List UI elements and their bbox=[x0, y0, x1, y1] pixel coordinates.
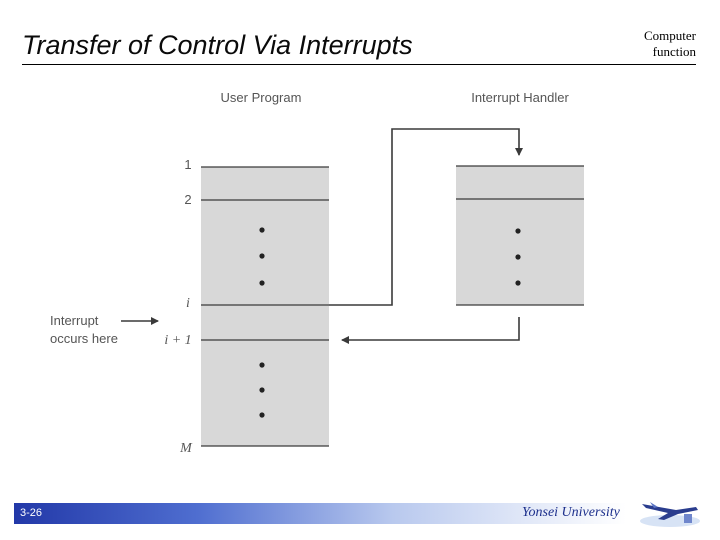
ellipsis-dot bbox=[259, 280, 265, 286]
footer-bar bbox=[14, 503, 626, 524]
university-name: Yonsei University bbox=[522, 505, 620, 520]
slide-number: 3-26 bbox=[20, 507, 43, 519]
ellipsis-dot bbox=[259, 227, 265, 233]
corner-label-line1: Computer bbox=[644, 28, 696, 43]
row-label-i: i bbox=[186, 296, 190, 311]
row-label-1: 1 bbox=[184, 157, 191, 172]
interrupt-handler-label: Interrupt Handler bbox=[471, 90, 569, 105]
title-underline bbox=[22, 64, 696, 65]
airplane-logo-icon bbox=[640, 502, 700, 527]
row-label-i-plus-1: i + 1 bbox=[164, 333, 191, 348]
interrupt-note-line1: Interrupt bbox=[50, 313, 99, 328]
ellipsis-dot bbox=[515, 254, 521, 260]
ellipsis-dot bbox=[259, 412, 265, 418]
ellipsis-dot bbox=[259, 253, 265, 259]
interrupt-note-line2: occurs here bbox=[50, 331, 118, 346]
user-program-label: User Program bbox=[221, 90, 302, 105]
transfer-to-handler-arrow bbox=[329, 128, 523, 306]
ellipsis-dot bbox=[515, 228, 521, 234]
ellipsis-dot bbox=[259, 387, 265, 393]
ellipsis-dot bbox=[515, 280, 521, 286]
corner-label: Computer function bbox=[606, 28, 696, 60]
row-label-2: 2 bbox=[184, 192, 191, 207]
ellipsis-dot bbox=[259, 362, 265, 368]
interrupt-diagram: User Program Interrupt Handler 1 2 i i +… bbox=[50, 90, 584, 456]
slide-title: Transfer of Control Via Interrupts bbox=[22, 30, 413, 60]
corner-label-line2: function bbox=[652, 44, 696, 59]
row-label-m: M bbox=[179, 441, 193, 456]
return-to-program-arrow bbox=[341, 317, 520, 344]
user-program-box bbox=[201, 167, 329, 446]
